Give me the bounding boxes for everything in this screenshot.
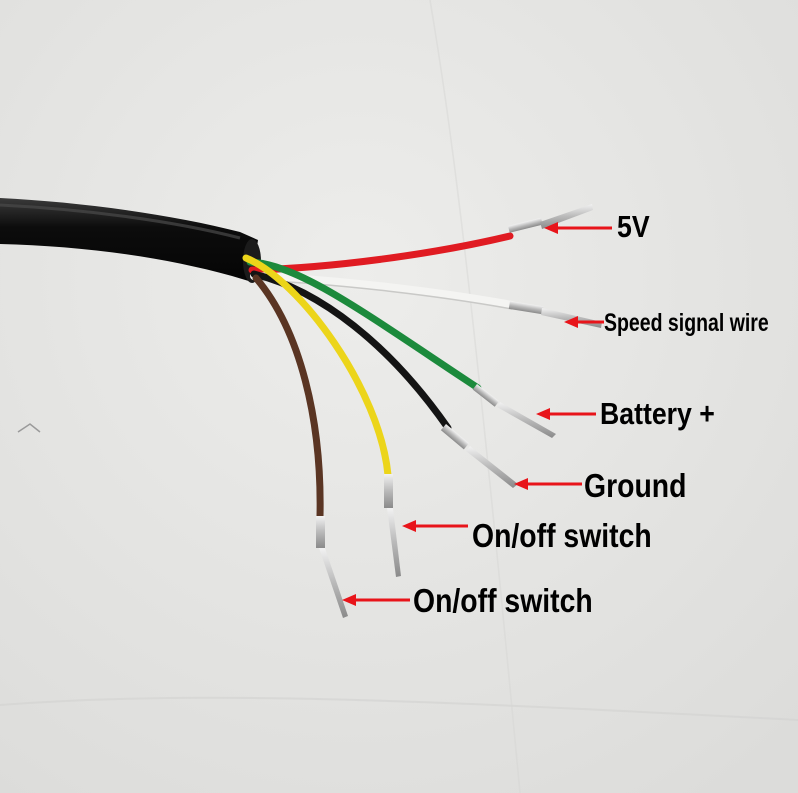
label-speed-signal-wire: Speed signal wire <box>604 309 769 337</box>
label-ground: Ground <box>584 467 687 504</box>
label-battery-plus: Battery + <box>600 396 715 431</box>
pin-black-tip <box>466 446 518 488</box>
pin-red <box>508 217 543 233</box>
arrow-ground <box>514 478 582 490</box>
pin-black <box>440 424 469 450</box>
arrow-5v <box>544 222 612 234</box>
arrow-onoff-2 <box>342 594 410 606</box>
label-onoff-switch-1: On/off switch <box>472 517 652 554</box>
paper-crease <box>0 696 798 721</box>
cable-jacket <box>0 198 258 282</box>
pin-green <box>472 384 500 407</box>
wire-brown <box>252 274 324 520</box>
pin-brown-tip <box>319 548 348 618</box>
arrow-speed-signal <box>564 316 604 328</box>
pin-red-tip <box>540 204 593 229</box>
cable-jacket-highlight <box>0 203 241 240</box>
paper-crease <box>429 0 521 793</box>
paper-mark <box>17 423 41 433</box>
pin-yellow-tip <box>387 508 401 577</box>
pin-brown <box>316 516 325 548</box>
arrow-onoff-1 <box>402 520 468 532</box>
arrow-battery <box>536 408 596 420</box>
wire-green <box>246 258 482 392</box>
wire-yellow <box>242 254 392 479</box>
wire-white <box>250 272 516 309</box>
pin-yellow <box>384 474 393 508</box>
pin-green-tip <box>497 402 556 438</box>
label-5v: 5V <box>617 209 650 244</box>
label-onoff-switch-2: On/off switch <box>413 582 593 619</box>
pin-white <box>508 301 544 315</box>
